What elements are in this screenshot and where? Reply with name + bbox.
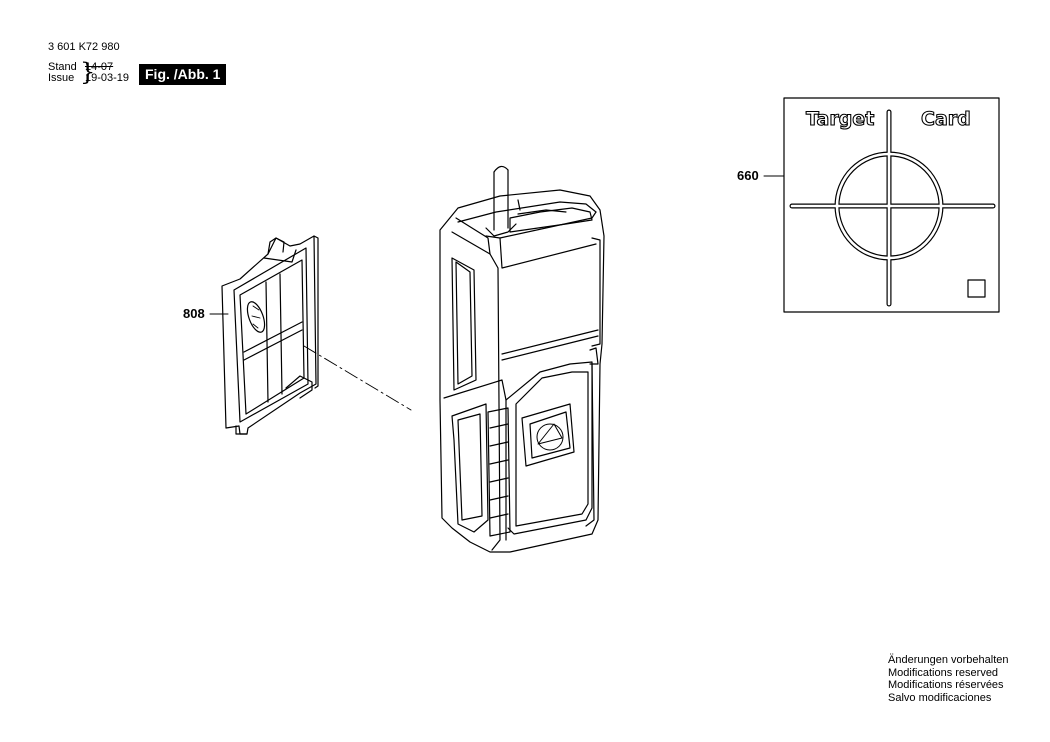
laser-receiver-body xyxy=(439,165,605,553)
note-fr: Modifications réservées xyxy=(888,679,1004,692)
callout-660: 660 xyxy=(737,168,759,183)
target-card-word-left: Target xyxy=(806,108,874,130)
figure-label: Fig. /Abb. 1 xyxy=(139,64,227,85)
issue-label: Issue xyxy=(48,72,75,84)
stand-date: 14-07 xyxy=(85,61,114,73)
target-card-word-right: Card xyxy=(921,108,971,130)
issue-date: 19-03-19 xyxy=(85,72,130,84)
revision-block: Stand 14-07 Issue 19-03-19 xyxy=(48,62,129,84)
assembly-line xyxy=(303,345,412,411)
note-es: Salvo modificaciones xyxy=(888,691,992,704)
note-en: Modifications reserved xyxy=(888,666,999,679)
note-de: Änderungen vorbehalten xyxy=(888,654,1009,666)
part-number: 3 601 K72 980 xyxy=(48,41,120,53)
battery-cover-part xyxy=(221,235,319,435)
target-card-part xyxy=(783,97,1000,313)
stand-label: Stand xyxy=(48,61,77,73)
modification-notes: Änderungen vorbehalten Modifications res… xyxy=(888,654,1008,704)
callout-808: 808 xyxy=(183,306,205,321)
revision-brace: } xyxy=(80,58,96,86)
